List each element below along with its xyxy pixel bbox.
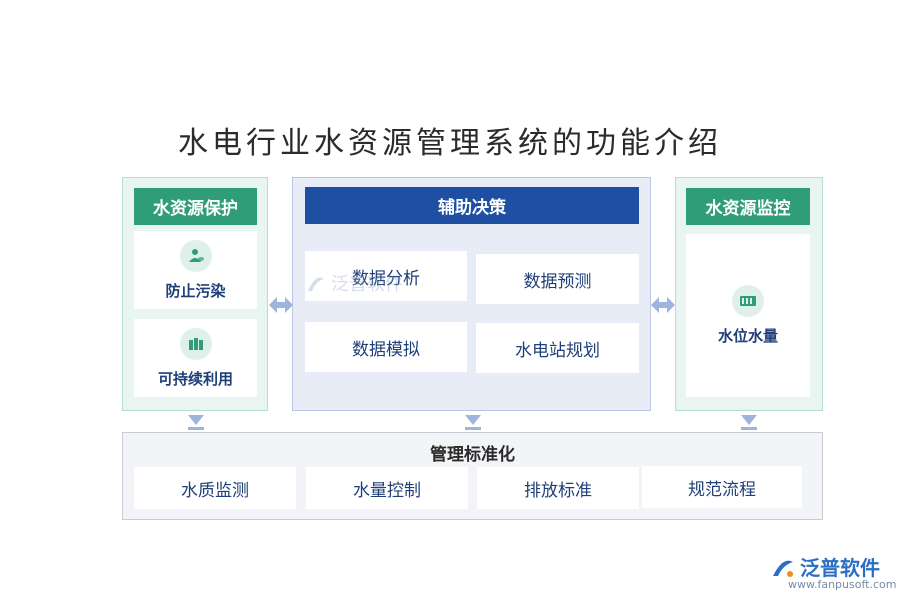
standardization-header: 管理标准化 — [430, 445, 515, 465]
logo-text: 泛普软件 — [800, 556, 880, 580]
fanpu-watermark-icon — [308, 277, 324, 291]
hydropower-planning-card: 水电站规划 — [476, 323, 639, 373]
water-quality-label: 水质监测 — [181, 480, 249, 501]
discharge-standard-label: 排放标准 — [524, 480, 592, 501]
down-arrow-center-icon — [465, 415, 481, 430]
battery-cells-icon — [179, 327, 212, 360]
pollution-prevention-card: 防止污染 — [134, 231, 257, 309]
decision-support-header: 辅助决策 — [305, 187, 639, 224]
water-quality-card: 水质监测 — [134, 467, 296, 509]
water-monitoring-header: 水资源监控 — [686, 188, 810, 225]
hydropower-planning-label: 水电站规划 — [515, 340, 600, 361]
data-prediction-card: 数据预测 — [476, 254, 639, 304]
water-control-card: 水量控制 — [306, 467, 468, 509]
watermark: 泛普软件 — [304, 270, 403, 296]
data-analysis-label: 数据分析 — [352, 268, 420, 289]
pollution-prevention-label: 防止污染 — [165, 281, 226, 300]
page-title: 水电行业水资源管理系统的功能介绍 — [178, 126, 722, 161]
double-arrow-left-icon — [269, 297, 293, 313]
data-analysis-card: 数据分析 — [305, 251, 467, 301]
down-arrow-left-icon — [188, 415, 204, 430]
data-simulation-card: 数据模拟 — [305, 322, 467, 372]
person-leaf-icon — [179, 239, 212, 272]
watermark-text: 泛普软件 — [331, 274, 403, 295]
process-standard-card: 规范流程 — [642, 466, 802, 508]
water-protection-header: 水资源保护 — [134, 188, 257, 225]
data-prediction-label: 数据预测 — [523, 271, 592, 292]
discharge-standard-card: 排放标准 — [477, 467, 639, 509]
data-simulation-label: 数据模拟 — [352, 339, 420, 360]
water-level-label: 水位水量 — [717, 327, 778, 345]
water-control-label: 水量控制 — [353, 480, 421, 501]
logo-url: www.fanpusoft.com — [788, 578, 897, 591]
meter-icon — [732, 285, 764, 317]
sustainable-use-label: 可持续利用 — [157, 369, 233, 388]
down-arrow-right-icon — [741, 415, 757, 430]
process-standard-label: 规范流程 — [688, 479, 756, 500]
water-level-card: 水位水量 — [686, 234, 810, 397]
sustainable-use-card: 可持续利用 — [134, 319, 257, 397]
fanpu-logo: 泛普软件 — [770, 552, 880, 581]
fanpu-logo-icon — [773, 560, 793, 577]
double-arrow-right-icon — [651, 297, 675, 313]
